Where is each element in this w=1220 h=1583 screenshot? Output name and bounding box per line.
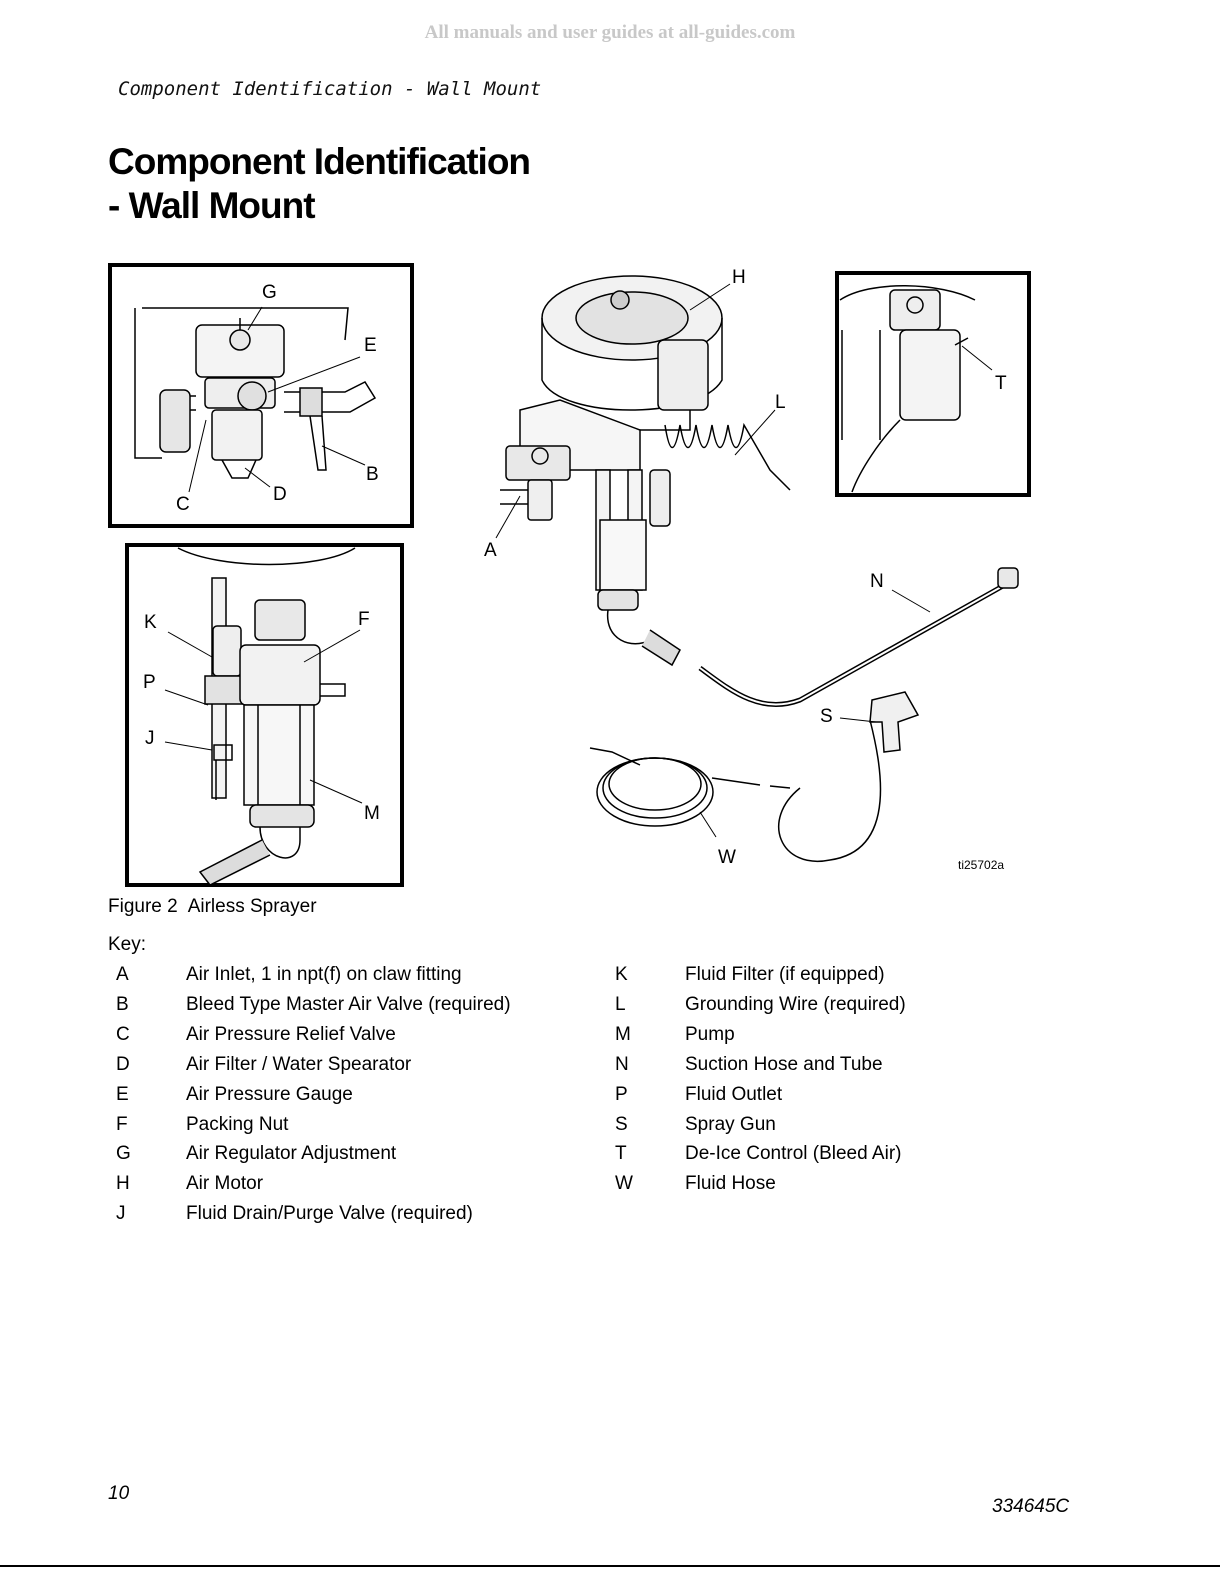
figure-image-id: ti25702a xyxy=(958,858,1004,872)
key-description: Bleed Type Master Air Valve (required) xyxy=(186,994,511,1015)
main-figure-leaders xyxy=(495,283,993,838)
key-description: Grounding Wire (required) xyxy=(685,994,906,1015)
key-letter: P xyxy=(615,1084,628,1105)
figure-caption-text: Airless Sprayer xyxy=(187,896,317,917)
key-description: Air Inlet, 1 in npt(f) on claw fitting xyxy=(186,964,462,985)
key-letter: W xyxy=(615,1173,633,1194)
key-description: Suction Hose and Tube xyxy=(685,1054,883,1075)
key-description: Fluid Outlet xyxy=(685,1084,783,1105)
key-letter: E xyxy=(116,1084,129,1105)
callout-h: H xyxy=(732,267,746,288)
key-letter: S xyxy=(615,1114,628,1135)
callout-a: A xyxy=(484,540,497,561)
key-description: Pump xyxy=(685,1024,735,1045)
key-description: Air Regulator Adjustment xyxy=(186,1143,397,1164)
page-title-line1: Component Identification xyxy=(108,141,531,182)
callout-n: N xyxy=(870,571,884,592)
running-header: Component Identification - Wall Mount xyxy=(118,78,542,100)
figure-number: Figure 2 xyxy=(108,896,178,917)
key-description: Packing Nut xyxy=(186,1114,289,1135)
key-description: Fluid Filter (if equipped) xyxy=(685,964,885,985)
key-letter: D xyxy=(116,1054,130,1075)
key-letter: M xyxy=(615,1024,631,1045)
inset-pump-frame xyxy=(125,543,404,887)
key-letter: C xyxy=(116,1024,130,1045)
inset-air-controls-frame xyxy=(108,263,414,528)
key-description: Air Pressure Relief Valve xyxy=(186,1024,396,1045)
figure-caption: Figure 2 Airless Sprayer xyxy=(108,896,327,918)
inset-deice-frame xyxy=(835,271,1031,497)
page-number: 10 xyxy=(108,1483,130,1504)
air-controls-drawing xyxy=(134,307,377,479)
airless-sprayer-figure: G E B C D H L A N S W T K F P J M ti2570… xyxy=(108,263,1031,887)
callout-l: L xyxy=(775,392,786,413)
key-letter: F xyxy=(116,1114,128,1135)
key-letter: B xyxy=(116,994,129,1015)
callout-t: T xyxy=(995,373,1007,394)
callout-w: W xyxy=(718,847,736,868)
callout-b: B xyxy=(366,464,379,485)
fluid-hose-drawing xyxy=(589,719,882,863)
key-letter: L xyxy=(615,994,626,1015)
page-title-line2: - Wall Mount xyxy=(108,185,316,226)
callout-f: F xyxy=(358,609,370,630)
callout-p: P xyxy=(143,672,156,693)
key-letter: A xyxy=(116,964,129,985)
page-title: Component Identification - Wall Mount xyxy=(108,140,531,228)
key-letter: N xyxy=(615,1054,629,1075)
key-letter: G xyxy=(116,1143,131,1164)
callout-s: S xyxy=(820,706,833,727)
deice-drawing xyxy=(839,285,976,493)
key-description: Fluid Drain/Purge Valve (required) xyxy=(186,1203,473,1224)
callout-g: G xyxy=(262,282,277,303)
callout-m: M xyxy=(364,803,380,824)
document-number: 334645C xyxy=(992,1496,1070,1517)
key-description: Air Filter / Water Spearator xyxy=(186,1054,412,1075)
callout-d: D xyxy=(273,484,287,505)
key-heading: Key: xyxy=(108,934,147,955)
key-description: Air Motor xyxy=(186,1173,264,1194)
key-letter: H xyxy=(116,1173,130,1194)
key-description: De-Ice Control (Bleed Air) xyxy=(685,1143,902,1164)
inset-pump-leaders xyxy=(164,629,363,804)
watermark: All manuals and user guides at all-guide… xyxy=(424,22,796,43)
inset-air-controls-leaders xyxy=(188,306,366,493)
callout-e: E xyxy=(364,335,377,356)
key-description: Spray Gun xyxy=(685,1114,776,1135)
key-letter: J xyxy=(116,1203,126,1224)
key-letter: K xyxy=(615,964,628,985)
callout-c: C xyxy=(176,494,190,515)
main-sprayer-drawing xyxy=(500,275,791,667)
key-description: Fluid Hose xyxy=(685,1173,776,1194)
pump-lower-drawing xyxy=(177,547,356,886)
key-letter: T xyxy=(615,1143,627,1164)
key-description: Air Pressure Gauge xyxy=(186,1084,353,1105)
callout-j: J xyxy=(145,728,155,749)
bottom-rule xyxy=(0,1565,1220,1567)
callout-k: K xyxy=(144,612,157,633)
spray-gun-drawing xyxy=(869,691,920,753)
suction-hose xyxy=(698,579,1012,707)
